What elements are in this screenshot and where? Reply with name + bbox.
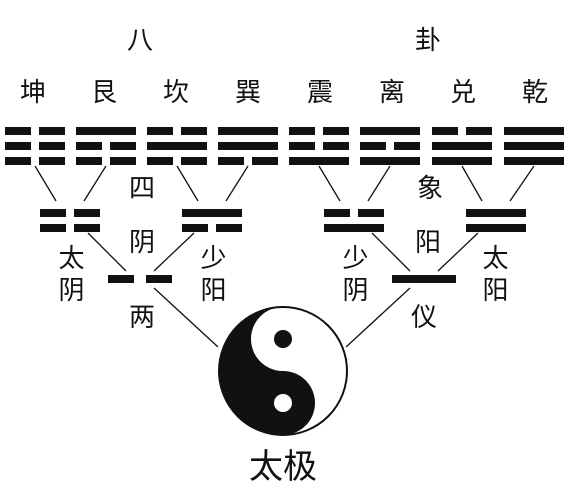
- connector-two-form-1: [345, 287, 411, 348]
- trigram-4-yin-line-right-0: [323, 127, 349, 135]
- trigram-0-yin-line-right-0: [39, 127, 65, 135]
- trigram-5-yang-line-2: [360, 157, 420, 165]
- four-image-1-yin-line-left-1: [182, 224, 208, 232]
- trigram-name-zhen: 震: [306, 78, 334, 108]
- label-shao-yin: 少阴: [338, 244, 368, 308]
- trigram-2-yin-line-right-2: [181, 157, 207, 165]
- trigram-4-yin-line-left-0: [289, 127, 315, 135]
- label-tai-yin: 太阴: [54, 244, 84, 308]
- four-image-2-yang-line-1: [324, 224, 384, 232]
- trigram-6-yang-line-2: [432, 157, 492, 165]
- two-forms-label-left: 两: [128, 303, 156, 333]
- trigram-4-yang-line-2: [289, 157, 349, 165]
- connector-lines: [34, 165, 535, 348]
- four-image-3-yang-line-1: [466, 224, 526, 232]
- connector-trigram-4: [318, 165, 341, 202]
- four-image-2-yin-line-left-0: [324, 209, 350, 217]
- trigram-2-yin-line-left-0: [147, 127, 173, 135]
- trigram-name-qian: 乾: [521, 78, 549, 108]
- connector-trigram-1: [83, 165, 107, 202]
- trigram-3-yang-line-1: [218, 142, 278, 150]
- four-image-0-yin-line-left-0: [40, 209, 66, 217]
- trigram-5-yang-line-0: [360, 127, 420, 135]
- trigram-name-kun: 坤: [19, 78, 47, 108]
- taiji-yang-dot: [274, 394, 292, 412]
- trigram-6-yin-line-right-0: [466, 127, 492, 135]
- trigram-7-yang-line-0: [504, 127, 564, 135]
- connector-trigram-3: [225, 165, 249, 202]
- trigram-name-li: 离: [378, 78, 406, 108]
- four-image-2-yin-line-right-0: [358, 209, 384, 217]
- trigram-0-yin-line-left-1: [5, 142, 31, 150]
- trigram-3-yin-line-left-2: [218, 157, 244, 165]
- two-form-0-yin-line-left-0: [108, 275, 134, 283]
- trigram-7-yang-line-2: [504, 157, 564, 165]
- four-image-3-yang-line-0: [466, 209, 526, 217]
- connector-two-form-0: [153, 287, 219, 348]
- line-symbols: [5, 127, 564, 283]
- four-image-0-yin-line-right-1: [74, 224, 100, 232]
- trigram-5-yin-line-right-1: [394, 142, 420, 150]
- trigram-7-yang-line-1: [504, 142, 564, 150]
- connector-trigram-0: [34, 165, 57, 202]
- four-images-title-right-2: 阳: [414, 228, 442, 258]
- bagua-title-right: 卦: [414, 26, 442, 56]
- trigram-6-yang-line-1: [432, 142, 492, 150]
- connector-trigram-6: [461, 165, 483, 202]
- four-image-0-yin-line-left-1: [40, 224, 66, 232]
- trigram-2-yang-line-1: [147, 142, 207, 150]
- trigram-6-yin-line-left-0: [432, 127, 458, 135]
- four-images-title-right: 象: [416, 174, 444, 204]
- trigram-3-yin-line-right-2: [252, 157, 278, 165]
- trigram-4-yin-line-right-1: [323, 142, 349, 150]
- connector-trigram-5: [367, 165, 391, 202]
- trigram-0-yin-line-right-2: [39, 157, 65, 165]
- label-tai-yang: 太阳: [478, 244, 508, 308]
- two-form-0-yin-line-right-0: [146, 275, 172, 283]
- label-shao-yang: 少阳: [196, 244, 226, 308]
- two-forms-label-right: 仪: [410, 303, 438, 333]
- trigram-name-dui: 兑: [449, 78, 477, 108]
- two-form-1-yang-line-0: [392, 275, 456, 283]
- connector-four-image-2: [371, 232, 411, 272]
- connector-four-image-3: [437, 232, 479, 272]
- taiji-label: 太极: [249, 447, 317, 487]
- trigram-4-yin-line-left-1: [289, 142, 315, 150]
- taiji-yin-dot: [274, 330, 292, 348]
- trigram-1-yin-line-right-2: [110, 157, 136, 165]
- trigram-name-kan: 坎: [162, 78, 190, 108]
- four-images-title-left-2: 阴: [128, 228, 156, 258]
- trigram-0-yin-line-left-2: [5, 157, 31, 165]
- trigram-0-yin-line-right-1: [39, 142, 65, 150]
- trigram-3-yang-line-0: [218, 127, 278, 135]
- connector-four-image-1: [153, 232, 195, 272]
- trigram-2-yin-line-right-0: [181, 127, 207, 135]
- four-image-1-yin-line-right-1: [216, 224, 242, 232]
- four-images-title-left: 四: [128, 174, 156, 204]
- trigram-2-yin-line-left-2: [147, 157, 173, 165]
- trigram-1-yin-line-right-1: [110, 142, 136, 150]
- connector-trigram-7: [509, 165, 535, 202]
- trigram-1-yin-line-left-2: [76, 157, 102, 165]
- trigram-0-yin-line-left-0: [5, 127, 31, 135]
- connector-four-image-0: [87, 232, 127, 272]
- trigram-5-yin-line-left-1: [360, 142, 386, 150]
- four-image-0-yin-line-right-0: [74, 209, 100, 217]
- four-image-1-yang-line-0: [182, 209, 242, 217]
- trigram-1-yin-line-left-1: [76, 142, 102, 150]
- connector-trigram-2: [176, 165, 199, 202]
- taiji-symbol: [218, 306, 348, 436]
- trigram-name-xun: 巽: [234, 78, 262, 108]
- trigram-1-yang-line-0: [76, 127, 136, 135]
- trigram-name-gen: 艮: [90, 78, 118, 108]
- bagua-title-left: 八: [126, 26, 154, 56]
